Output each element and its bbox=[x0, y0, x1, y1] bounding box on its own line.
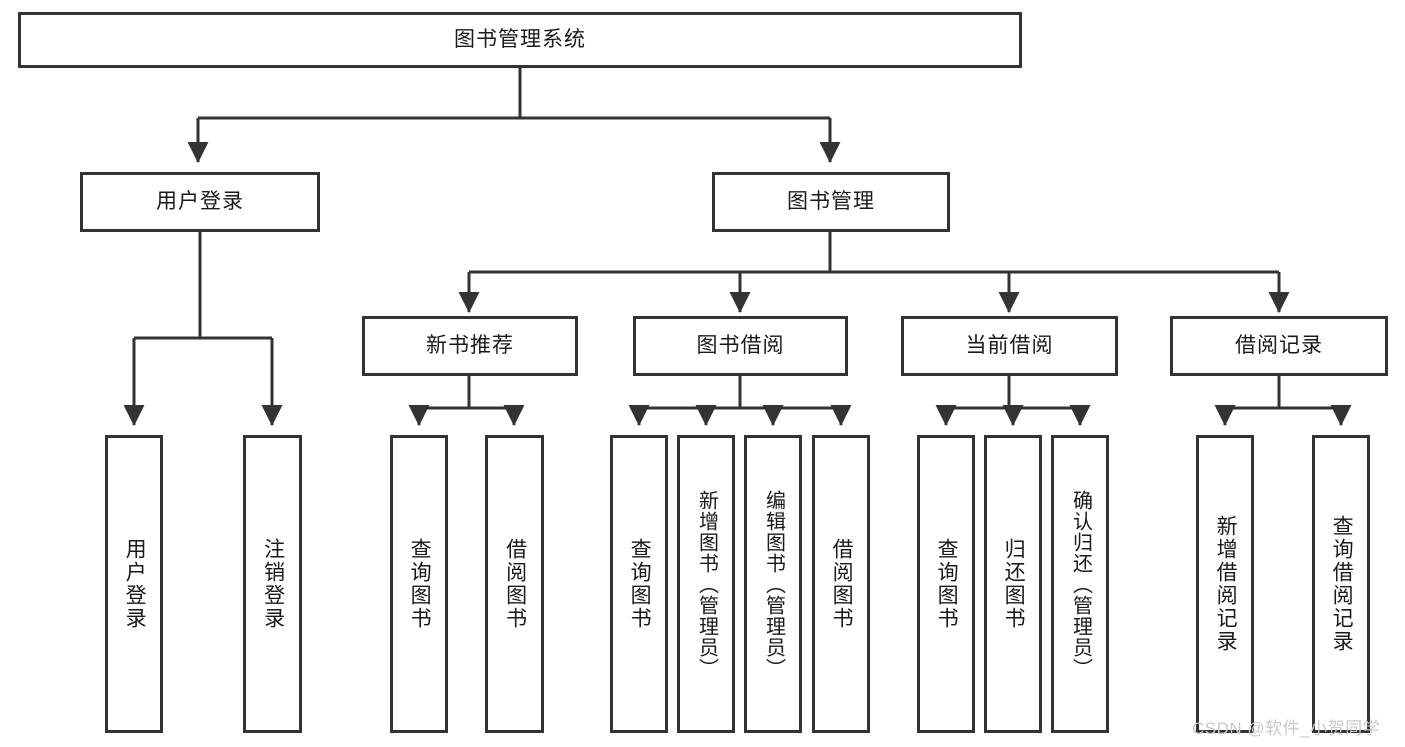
node-current-borrow[interactable]: 当前借阅 bbox=[901, 316, 1118, 376]
node-label: 确认归还（管理员） bbox=[1069, 489, 1092, 679]
node-leaf-query-book-current[interactable]: 查询图书 bbox=[917, 435, 975, 733]
node-label: 新书推荐 bbox=[426, 334, 514, 358]
node-leaf-logout-login[interactable]: 注销登录 bbox=[243, 435, 302, 733]
node-leaf-user-login[interactable]: 用户登录 bbox=[105, 435, 163, 733]
node-label: 用户登录 bbox=[123, 538, 147, 630]
node-root-book-management-system[interactable]: 图书管理系统 bbox=[18, 12, 1022, 68]
node-leaf-confirm-return[interactable]: 确认归还（管理员） bbox=[1051, 435, 1109, 733]
node-leaf-borrow-book[interactable]: 借阅图书 bbox=[812, 435, 870, 733]
node-label: 当前借阅 bbox=[965, 334, 1054, 358]
node-book-borrow[interactable]: 图书借阅 bbox=[633, 316, 848, 376]
node-label: 借阅记录 bbox=[1235, 334, 1323, 358]
node-leaf-query-book-borrow[interactable]: 查询图书 bbox=[610, 435, 668, 733]
csdn-watermark: CSDN @软件_小贺同学 bbox=[1192, 719, 1381, 738]
node-leaf-add-borrow-record[interactable]: 新增借阅记录 bbox=[1196, 435, 1254, 733]
node-label: 归还图书 bbox=[1002, 538, 1026, 630]
node-leaf-add-book[interactable]: 新增图书（管理员） bbox=[677, 435, 735, 733]
node-label: 借阅图书 bbox=[503, 538, 527, 630]
node-leaf-borrow-book-recommend[interactable]: 借阅图书 bbox=[485, 435, 544, 733]
node-label: 图书管理系统 bbox=[454, 28, 586, 52]
node-label: 新增图书（管理员） bbox=[695, 489, 718, 679]
node-borrow-record[interactable]: 借阅记录 bbox=[1170, 316, 1388, 376]
node-user-login[interactable]: 用户登录 bbox=[80, 172, 320, 232]
node-leaf-query-book-recommend[interactable]: 查询图书 bbox=[390, 435, 448, 733]
node-label: 查询图书 bbox=[628, 538, 652, 630]
node-book-management[interactable]: 图书管理 bbox=[712, 172, 950, 232]
node-label: 新增借阅记录 bbox=[1214, 515, 1238, 653]
node-label: 图书借阅 bbox=[696, 334, 785, 358]
node-label: 查询图书 bbox=[935, 538, 959, 630]
node-label: 查询图书 bbox=[408, 538, 432, 630]
node-label: 用户登录 bbox=[156, 190, 244, 214]
node-leaf-query-borrow-record[interactable]: 查询借阅记录 bbox=[1312, 435, 1370, 733]
node-label: 注销登录 bbox=[261, 538, 285, 630]
node-label: 查询借阅记录 bbox=[1330, 515, 1354, 653]
node-new-book-recommend[interactable]: 新书推荐 bbox=[362, 316, 578, 376]
node-leaf-return-book[interactable]: 归还图书 bbox=[984, 435, 1042, 733]
node-leaf-edit-book[interactable]: 编辑图书（管理员） bbox=[744, 435, 802, 733]
node-label: 借阅图书 bbox=[830, 538, 854, 630]
node-label: 图书管理 bbox=[787, 190, 875, 214]
node-label: 编辑图书（管理员） bbox=[762, 489, 785, 679]
